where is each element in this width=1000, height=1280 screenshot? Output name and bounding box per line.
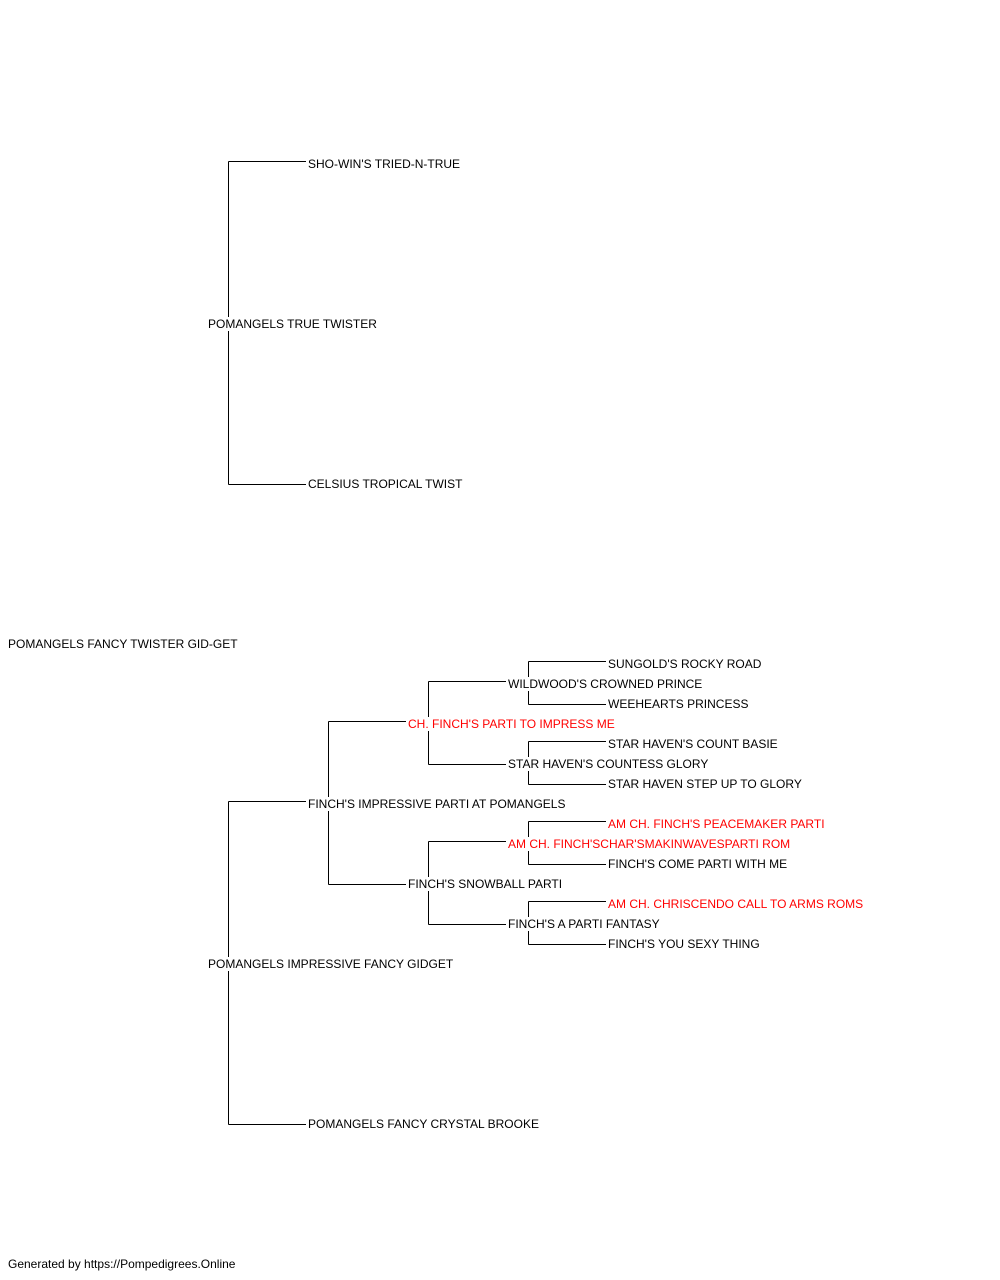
dog-name-dam-sire-dam-sire-sire: AM CH. FINCH'S PEACEMAKER PARTI — [608, 817, 827, 831]
footer-credit: Generated by https://Pompedigrees.Online — [8, 1257, 236, 1271]
dog-name-dam-sire-sire-sire-dam: WEEHEARTS PRINCESS — [608, 697, 751, 711]
dog-name-dam-sire-sire-dam-sire: STAR HAVEN'S COUNT BASIE — [608, 737, 780, 751]
dog-name-dam-sire-dam-sire-dam: FINCH'S COME PARTI WITH ME — [608, 857, 790, 871]
dog-name-dam-sire-dam-dam-sire: AM CH. CHRISCENDO CALL TO ARMS ROMS — [608, 897, 866, 911]
dog-name-dam-sire-sire-dam-dam: STAR HAVEN STEP UP TO GLORY — [608, 777, 804, 791]
dog-name-dam-sire-dam-sire: AM CH. FINCH'SCHAR'SMAKINWAVESPARTI ROM — [508, 837, 793, 851]
dog-name-dam-sire-sire-sire: WILDWOOD'S CROWNED PRINCE — [508, 677, 705, 691]
dog-name-dam-sire: FINCH'S IMPRESSIVE PARTI AT POMANGELS — [308, 797, 568, 811]
dog-name-dam-sire-sire-sire-sire: SUNGOLD'S ROCKY ROAD — [608, 657, 764, 671]
dog-name-sire-sire: SHO-WIN'S TRIED-N-TRUE — [308, 157, 463, 171]
dog-name-sire-dam: CELSIUS TROPICAL TWIST — [308, 477, 465, 491]
dog-name-dam-dam: POMANGELS FANCY CRYSTAL BROOKE — [308, 1117, 541, 1131]
dog-name-dam-sire-dam-dam: FINCH'S A PARTI FANTASY — [508, 917, 662, 931]
dog-name-dam-sire-sire: CH. FINCH'S PARTI TO IMPRESS ME — [408, 717, 617, 731]
dog-name-subject: POMANGELS FANCY TWISTER GID-GET — [8, 637, 240, 651]
dog-name-dam-sire-dam-dam-dam: FINCH'S YOU SEXY THING — [608, 937, 762, 951]
dog-name-dam-sire-sire-dam: STAR HAVEN'S COUNTESS GLORY — [508, 757, 711, 771]
dog-name-dam-sire-dam: FINCH'S SNOWBALL PARTI — [408, 877, 565, 891]
dog-name-dam: POMANGELS IMPRESSIVE FANCY GIDGET — [208, 957, 456, 971]
dog-name-sire: POMANGELS TRUE TWISTER — [208, 317, 379, 331]
